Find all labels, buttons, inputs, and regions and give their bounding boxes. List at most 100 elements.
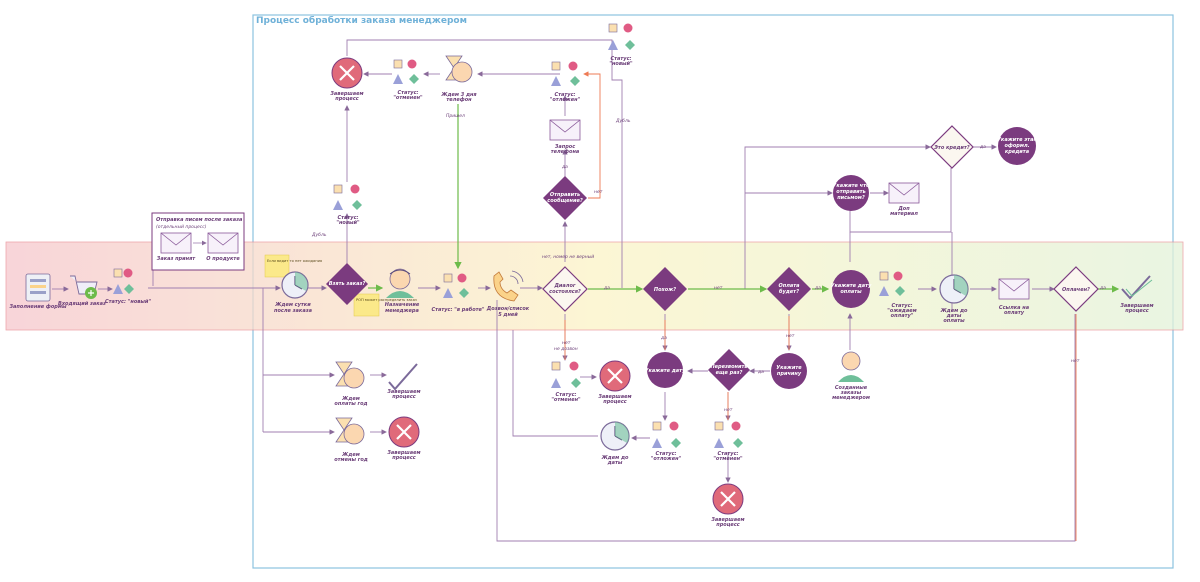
what-send-task[interactable] [833, 175, 869, 211]
status-cancel-left-1: Статус: [555, 392, 576, 398]
status-icon [333, 184, 362, 210]
status-cancel-top-2: "отменен" [393, 95, 423, 101]
credit-label: Это кредит? [934, 145, 970, 151]
set-date-task[interactable] [647, 352, 683, 388]
edge-yes-credit: да [979, 145, 986, 150]
status-wait-pay-3: оплату" [891, 313, 914, 319]
credit-stage-task[interactable] [998, 127, 1036, 165]
edge-dup-2: Дубль [615, 118, 631, 124]
mgr-created-3: менеджером [832, 395, 870, 401]
status-icon [551, 61, 580, 86]
suits-gateway[interactable] [643, 267, 687, 311]
pay-link-2: оплату [1004, 310, 1025, 316]
call-label-2: 5 дней [498, 312, 518, 318]
call-label-1: Дозвон/список [486, 306, 530, 312]
pay-will-gateway[interactable] [767, 267, 811, 311]
assign-mgr-label-1: Назначение [385, 302, 420, 308]
mgr-created-2: заказы [841, 390, 862, 396]
status-delay-top-2: "отложен" [550, 97, 581, 103]
status-icon [608, 23, 635, 50]
take-order-gateway[interactable] [326, 263, 368, 305]
wait-day-label-2: после заказа [274, 308, 313, 314]
end-year-pay-2: процесс [392, 394, 416, 400]
dialog-label-1: Диалог [553, 283, 575, 289]
pay-link-1: Ссылка на [999, 305, 1030, 311]
what-send-3: письмом? [837, 195, 865, 201]
edge-no-call: нет [724, 408, 733, 413]
dialog-label-2: состоялся? [549, 289, 581, 295]
edge-no-reach: не дозвон [554, 347, 578, 352]
end-year-pay-1: Завершаем [387, 389, 420, 395]
wait-3days-2: телефон [446, 96, 472, 103]
status-icon [652, 421, 681, 448]
status-work: Статус: "в работе" [431, 306, 484, 313]
wait-3days-1: Ждем 3 дня [440, 92, 477, 98]
edge-no-suits: нет [714, 286, 723, 291]
negative-flow [564, 71, 1077, 541]
wait-to-date-1: Ждем до [601, 455, 629, 461]
end-left-2: процесс [603, 399, 627, 405]
status-wait-pay-1: Статус: [891, 303, 912, 309]
note-before-take: Если видит то нет ожидания [267, 259, 322, 263]
edge-no-send: нет [594, 190, 603, 195]
check-icon [388, 363, 418, 391]
manager-avatar-icon [838, 351, 864, 382]
edge-yes-suits: да [660, 336, 667, 341]
connectors [52, 39, 1076, 542]
dialog-gateway[interactable] [542, 266, 588, 312]
edge-yes-pay: да [814, 286, 821, 291]
edge-yes-send: да [561, 165, 568, 170]
edge-arrived: Пришел [446, 113, 465, 119]
status-new-2-2: "новый" [336, 220, 360, 226]
side-box-subheader: (отдельный процесс) [156, 224, 207, 230]
cancel-reason-2: причину [777, 371, 802, 377]
request-phone-2: телефона [551, 148, 580, 155]
status-icon [393, 59, 419, 84]
wait-year-cancel-2: отмены год [334, 457, 368, 463]
edge-no-pay: нет [786, 334, 795, 339]
call-again-gateway[interactable] [708, 349, 750, 391]
credit-gateway[interactable] [930, 125, 974, 169]
sticky-note [264, 254, 290, 278]
edge-yes-dialog: да [603, 286, 610, 291]
end-top-2: процесс [335, 96, 359, 102]
sticky-note [353, 293, 380, 317]
mail-order-accepted: Заказ принят [157, 256, 197, 262]
pool-title: Процесс обработки заказа менеджером [256, 15, 467, 26]
wait-year-cancel-1: Ждем [341, 452, 360, 458]
send-message-gateway[interactable] [543, 176, 587, 220]
status-icon [113, 268, 134, 294]
pay-date-label-1: Укажите дату [831, 283, 872, 289]
clock-icon [600, 421, 630, 451]
envelope-icon [888, 182, 920, 204]
end-left-1: Завершаем [598, 394, 631, 400]
incoming-label: Входящий заказ [58, 301, 106, 307]
wait-to-date-2: даты [607, 460, 623, 466]
hourglass-icon [335, 361, 365, 389]
side-box-header: Отправка писем после заказа [156, 217, 243, 223]
what-send-1: Укажите что [833, 183, 870, 189]
hourglass-icon [335, 417, 365, 445]
pay-date-task[interactable] [832, 270, 870, 308]
status-cancel-low-2: "отменен" [713, 456, 743, 462]
form-icon [25, 273, 51, 302]
wait-pay-date-3: оплаты [943, 318, 965, 324]
paid-gateway[interactable] [1053, 266, 1099, 312]
assign-mgr-label-2: менеджера [385, 308, 419, 314]
status-icon [443, 273, 469, 298]
end-low-1: Завершаем [711, 517, 744, 523]
status-wait-pay-2: "ожидаем [887, 308, 916, 314]
cancel-reason-task[interactable] [771, 353, 807, 389]
manager-avatar-icon [386, 268, 414, 298]
end-low-2: процесс [716, 522, 740, 528]
edge-yes-call: да [757, 370, 764, 375]
check-icon [1121, 275, 1151, 300]
form-label: Заполнение формы [10, 303, 67, 310]
end-ok-1: Завершаем [1120, 303, 1153, 309]
end-year-cancel-2: процесс [392, 455, 416, 461]
call-again-2: еще раз? [716, 370, 743, 376]
wait-day-label-1: Ждем сутки [274, 302, 311, 308]
status-icon [879, 271, 905, 296]
